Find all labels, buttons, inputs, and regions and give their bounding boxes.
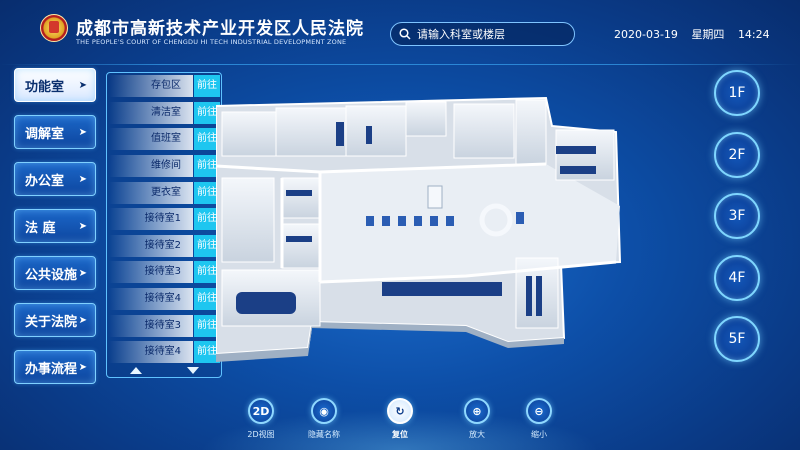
search-bar[interactable] [390, 22, 575, 46]
zoom-out-icon: ⊖ [526, 398, 552, 424]
eye-icon: ◉ [311, 398, 337, 424]
hide-names-button[interactable]: ◉ 隐藏名称 [299, 398, 349, 440]
floor-plan-3d[interactable] [216, 86, 636, 372]
floor-button-5f[interactable]: 5F [714, 316, 760, 362]
room-go-button[interactable]: 前往 [194, 261, 220, 284]
room-go-button[interactable]: 前往 [194, 75, 220, 98]
room-go-button[interactable]: 前往 [194, 341, 220, 364]
nav-item-function-room[interactable]: 功能室 ➤ [14, 68, 96, 102]
room-name: 接待室4 [109, 341, 193, 364]
chevron-right-icon: ➤ [78, 314, 87, 326]
date-text: 2020-03-19 [614, 28, 678, 41]
room-name: 清洁室 [109, 101, 193, 124]
2d-view-icon: 2D [248, 398, 274, 424]
view-2d-button[interactable]: 2D 2D视图 [236, 398, 286, 440]
nav-item-label: 功能室 [25, 79, 65, 95]
room-go-button[interactable]: 前往 [194, 128, 220, 151]
weekday-text: 星期四 [691, 28, 725, 41]
room-name: 更衣室 [109, 181, 193, 204]
room-row: 更衣室前往 [107, 179, 221, 206]
room-name: 接待室3 [109, 314, 193, 337]
floor-button-3f[interactable]: 3F [714, 193, 760, 239]
tool-label: 隐藏名称 [308, 430, 340, 439]
zoom-in-button[interactable]: ⊕ 放大 [452, 398, 502, 440]
tool-label: 缩小 [531, 430, 547, 439]
nav-item-office[interactable]: 办公室 ➤ [14, 162, 96, 196]
room-row: 存包区前往 [107, 73, 221, 100]
nav-item-label: 办公室 [25, 173, 65, 189]
floor-button-1f[interactable]: 1F [714, 70, 760, 116]
room-row: 维修间前往 [107, 153, 221, 180]
court-emblem-icon [40, 14, 68, 42]
nav-item-about-court[interactable]: 关于法院➤ [14, 303, 96, 337]
room-go-button[interactable]: 前往 [194, 234, 220, 257]
room-go-button[interactable]: 前往 [194, 181, 220, 204]
room-row: 值班室前往 [107, 126, 221, 153]
scroll-down-icon[interactable] [186, 366, 199, 374]
search-icon [399, 28, 411, 40]
room-name: 值班室 [109, 128, 193, 151]
room-go-button[interactable]: 前往 [194, 314, 220, 337]
nav-item-label: 法 庭 [25, 220, 56, 236]
reset-button[interactable]: ↻ 复位 [375, 398, 425, 440]
chevron-right-icon: ➤ [78, 220, 87, 232]
time-text: 14:24 [737, 28, 770, 41]
chevron-right-icon: ➤ [78, 361, 87, 373]
nav-item-mediation-room[interactable]: 调解室 ➤ [14, 115, 96, 149]
chevron-right-icon: ➤ [78, 267, 87, 279]
chevron-right-icon: ➤ [78, 173, 87, 185]
nav-item-label: 调解室 [25, 126, 65, 142]
room-name: 接待室2 [109, 234, 193, 257]
room-go-button[interactable]: 前往 [194, 155, 220, 178]
room-row: 清洁室前往 [107, 100, 221, 127]
tool-label: 放大 [469, 430, 485, 439]
header: 成都市高新技术产业开发区人民法院 THE PEOPLE'S COURT OF C… [0, 0, 800, 66]
room-go-button[interactable]: 前往 [194, 208, 220, 231]
nav-item-label: 公共设施 [25, 267, 78, 283]
nav-item-public-facilities[interactable]: 公共设施➤ [14, 256, 96, 290]
reset-icon: ↻ [387, 398, 413, 424]
datetime: 2020-03-19 星期四 14:24 [614, 26, 770, 42]
nav-item-procedures[interactable]: 办事流程➤ [14, 350, 96, 384]
floor-button-4f[interactable]: 4F [714, 255, 760, 301]
scroll-up-icon[interactable] [129, 366, 142, 374]
tool-label: 复位 [392, 430, 408, 439]
room-name: 接待室3 [109, 261, 193, 284]
nav-item-label: 办事流程 [25, 361, 78, 377]
room-go-button[interactable]: 前往 [194, 288, 220, 311]
room-list-pager [107, 363, 221, 377]
court-name: 成都市高新技术产业开发区人民法院 [76, 19, 364, 39]
chevron-right-icon: ➤ [78, 126, 87, 138]
room-go-button[interactable]: 前往 [194, 101, 220, 124]
floor-button-2f[interactable]: 2F [714, 132, 760, 178]
left-nav: 功能室➤ 调解室➤ 办公室➤ 法 庭➤ 公共设施➤ 关于法院➤ 办事流程➤ [14, 68, 100, 397]
court-name-en: THE PEOPLE'S COURT OF CHENGDU HI TECH IN… [76, 38, 347, 46]
nav-item-courtroom[interactable]: 法 庭 ➤ [14, 209, 96, 243]
room-name: 存包区 [109, 75, 193, 98]
tool-label: 2D视图 [247, 430, 275, 439]
room-name: 接待室1 [109, 208, 193, 231]
chevron-right-icon: ➤ [78, 79, 87, 91]
room-name: 维修间 [109, 155, 193, 178]
search-input[interactable] [417, 27, 567, 41]
zoom-in-icon: ⊕ [464, 398, 490, 424]
nav-item-label: 关于法院 [25, 314, 78, 330]
header-divider [0, 64, 800, 65]
zoom-out-button[interactable]: ⊖ 缩小 [514, 398, 564, 440]
room-name: 接待室4 [109, 288, 193, 311]
